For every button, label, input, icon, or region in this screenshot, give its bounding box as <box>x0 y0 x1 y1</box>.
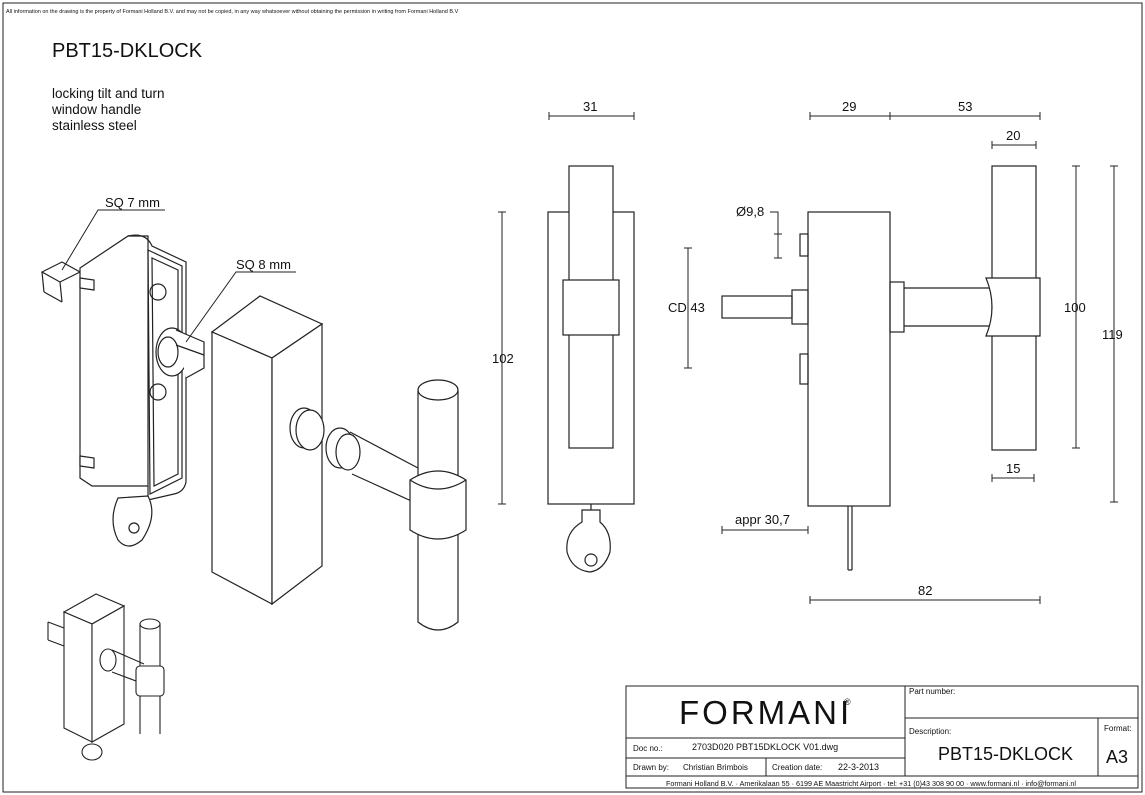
dim-cd43: CD 43 <box>668 300 705 315</box>
description-line: locking tilt and turn <box>52 86 165 101</box>
dimension-texts: 31 102 29 53 20 Ø9,8 CD 43 100 119 15 ap… <box>492 99 1123 598</box>
footer-address: Formani Holland B.V. · Amerikalaan 55 · … <box>666 779 1076 788</box>
drawn-by-value: Christian Brimbois <box>683 763 748 772</box>
part-number-label: Part number: <box>909 687 955 696</box>
sq7-label: SQ 7 mm <box>105 195 160 210</box>
product-description: locking tilt and turn window handle stai… <box>52 86 165 134</box>
dim-53: 53 <box>958 99 972 114</box>
dim-102: 102 <box>492 351 514 366</box>
registered-mark: ® <box>844 697 851 707</box>
title-block <box>625 685 1139 789</box>
doc-no-value: 2703D020 PBT15DKLOCK V01.dwg <box>692 742 838 752</box>
assembled-iso-view <box>47 593 165 761</box>
format-value: A3 <box>1106 747 1128 767</box>
dim-31: 31 <box>583 99 597 114</box>
dim-100: 100 <box>1064 300 1086 315</box>
description-line: stainless steel <box>52 118 137 133</box>
description-value: PBT15-DKLOCK <box>938 744 1073 764</box>
dim-appr: appr 30,7 <box>735 512 790 527</box>
dimension-lines <box>498 112 1118 604</box>
side-view <box>721 165 1041 571</box>
creation-date-value: 22-3-2013 <box>838 762 879 772</box>
format-label: Format: <box>1104 724 1132 733</box>
drawn-by-label: Drawn by: <box>633 763 669 772</box>
exploded-iso-view <box>40 234 467 631</box>
creation-date-label: Creation date: <box>772 763 822 772</box>
doc-no-label: Doc no.: <box>633 744 663 753</box>
dim-119: 119 <box>1102 327 1123 342</box>
description-label: Description: <box>909 727 951 736</box>
dim-diameter: Ø9,8 <box>736 204 764 219</box>
formani-logo: FORMANI <box>679 694 852 731</box>
leaders <box>61 209 296 343</box>
dim-15: 15 <box>1006 461 1020 476</box>
front-view <box>547 165 635 573</box>
description-line: window handle <box>52 102 142 117</box>
copyright-notice: All information on the drawing is the pr… <box>6 9 459 15</box>
dim-29: 29 <box>842 99 856 114</box>
product-title: PBT15-DKLOCK <box>52 40 203 62</box>
dim-20: 20 <box>1006 128 1020 143</box>
sq8-label: SQ 8 mm <box>236 257 291 272</box>
dim-82: 82 <box>918 583 932 598</box>
